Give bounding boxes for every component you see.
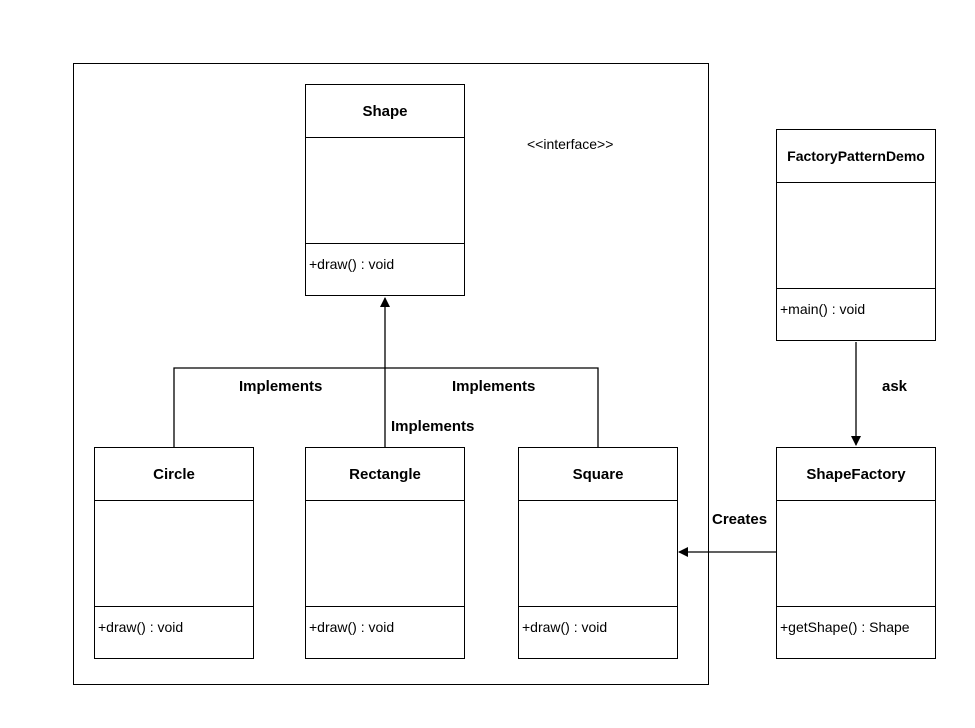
- ask-label: ask: [882, 378, 908, 395]
- attributes-compartment: [95, 501, 253, 607]
- operation: +draw() : void: [309, 256, 395, 272]
- class-circle: Circle +draw() : void: [94, 447, 254, 659]
- class-name: FactoryPatternDemo: [777, 130, 935, 183]
- attributes-compartment: [306, 501, 464, 607]
- package-frame: [73, 63, 709, 685]
- square-implements-label: Implements: [452, 378, 536, 395]
- class-name: Rectangle: [306, 448, 464, 501]
- operation: +getShape() : Shape: [780, 619, 910, 635]
- circle-to-shape-line: [173, 367, 385, 447]
- class-name: Shape: [306, 85, 464, 138]
- attributes-compartment: [777, 501, 935, 607]
- class-shape-factory: ShapeFactory +getShape() : Shape: [776, 447, 936, 659]
- square-to-shape-line: [385, 367, 599, 447]
- class-name: Square: [519, 448, 677, 501]
- class-factory-pattern-demo: FactoryPatternDemo +main() : void: [776, 129, 936, 341]
- attributes-compartment: [777, 183, 935, 289]
- attributes-compartment: [519, 501, 677, 607]
- operation: +main() : void: [780, 301, 866, 317]
- class-name: Circle: [95, 448, 253, 501]
- operation: +draw() : void: [522, 619, 608, 635]
- rectangle-implements-label: Implements: [391, 418, 475, 435]
- operation: +draw() : void: [98, 619, 184, 635]
- class-square: Square +draw() : void: [518, 447, 678, 659]
- class-shape: Shape +draw() : void: [305, 84, 465, 296]
- attributes-compartment: [306, 138, 464, 244]
- circle-implements-label: Implements: [239, 378, 323, 395]
- creates-label: Creates: [712, 511, 768, 528]
- operation: +draw() : void: [309, 619, 395, 635]
- class-name: ShapeFactory: [777, 448, 935, 501]
- interface-stereotype: <<interface>>: [527, 136, 614, 152]
- class-rectangle: Rectangle +draw() : void: [305, 447, 465, 659]
